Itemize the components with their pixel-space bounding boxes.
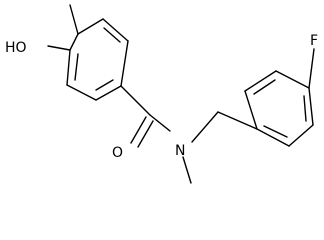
bond-ring-b-double [263,125,288,138]
bond-ring-b-double [303,95,307,122]
bond-ring-a [102,18,129,42]
bond-c-n [149,114,171,132]
bond-carbonyl-double [137,120,154,148]
bond-ch2-ring [217,111,258,130]
bond-ring-carbonyl [120,85,151,116]
chemical-structure-diagram: HO O N F [5,4,318,184]
bond-ring-b-double [253,79,276,95]
bond-hydroxyl [47,45,71,51]
bond-ring-a-double [95,79,114,91]
bond-ring-a-double [103,27,121,43]
bond-lines [47,4,315,184]
bond-ring-a [66,49,71,86]
bond-ring-a-double [74,53,79,81]
bond-ring-a [77,18,104,35]
carbonyl-oxygen-label: O [112,145,123,161]
bond-ring-b [244,70,277,92]
atom-labels: HO O N F [5,33,318,161]
bond-n-methyl [182,156,192,184]
bond-ring-b [256,128,290,147]
bond-ring-a [95,85,122,101]
bond-ring-b [275,70,310,89]
bond-methyl-ring [69,4,79,35]
bond-ring-a [69,33,79,51]
bond-ring-b [288,124,314,147]
bond-ring-b [308,87,314,126]
bond-ring-a [66,84,97,101]
fluorine-label: F [310,33,318,49]
bond-ring-b [244,90,258,130]
amide-nitrogen-label: N [175,143,185,159]
bond-carbonyl-double [130,116,147,144]
bond-c-f [308,48,315,89]
bond-ring-a [120,40,129,87]
bond-n-ch2 [191,111,219,143]
hydroxyl-label: HO [5,40,27,56]
